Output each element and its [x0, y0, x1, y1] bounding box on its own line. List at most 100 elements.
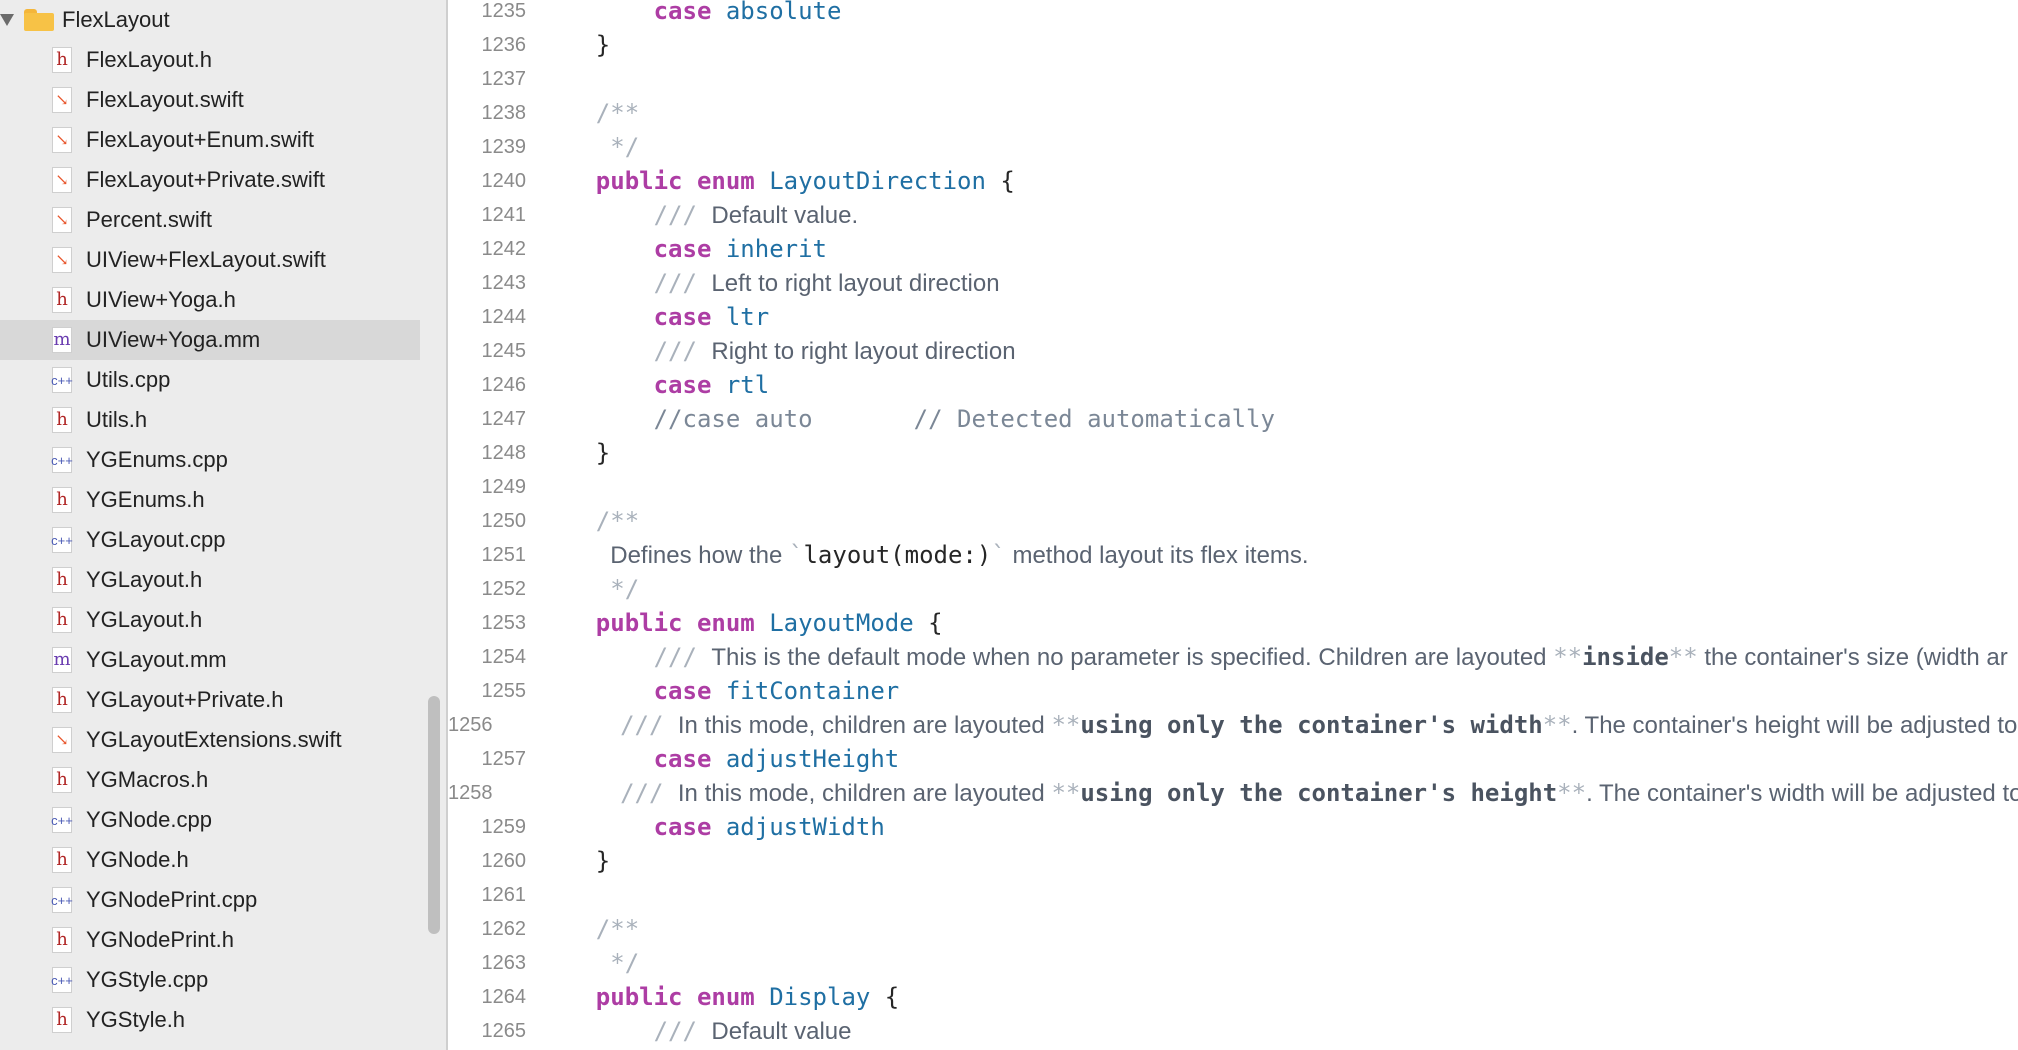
- code-line[interactable]: 1262 /**: [448, 912, 2018, 946]
- code-line[interactable]: 1259 case adjustWidth: [448, 810, 2018, 844]
- line-number: 1244: [481, 305, 527, 328]
- code-line[interactable]: 1237: [448, 62, 2018, 96]
- cpp-file-icon: c++: [51, 527, 73, 553]
- code-line[interactable]: 1252 */: [448, 572, 2018, 606]
- code-line[interactable]: 1246 case rtl: [448, 368, 2018, 402]
- code-token: ///: [653, 642, 712, 671]
- indent: [538, 303, 654, 331]
- line-number: 1251: [481, 543, 527, 566]
- code-line[interactable]: 1235 case absolute: [448, 0, 2018, 28]
- file-item[interactable]: c++YGEnums.cpp: [0, 440, 420, 480]
- file-label: YGLayout.h: [86, 607, 203, 632]
- code-token: public enum: [595, 983, 755, 1011]
- indent: [505, 711, 621, 739]
- code-line[interactable]: 1236 }: [448, 28, 2018, 62]
- folder-row-flexlayout[interactable]: FlexLayout: [0, 0, 420, 40]
- file-item[interactable]: c++Utils.cpp: [0, 360, 420, 400]
- code-line[interactable]: 1261: [448, 878, 2018, 912]
- code-token: case: [653, 235, 712, 263]
- code-line[interactable]: 1257 case adjustHeight: [448, 742, 2018, 776]
- folder-icon: [24, 9, 54, 31]
- code-text: /// Default value: [538, 1017, 852, 1046]
- code-line[interactable]: 1239 */: [448, 130, 2018, 164]
- code-token: inherit: [711, 235, 827, 263]
- code-line[interactable]: 1250 /**: [448, 504, 2018, 538]
- code-token: **: [1557, 778, 1587, 807]
- line-number: 1259: [481, 815, 527, 838]
- code-line[interactable]: 1243 /// Left to right layout direction: [448, 266, 2018, 300]
- line-number: 1261: [481, 883, 527, 906]
- code-line[interactable]: 1253 public enum LayoutMode {: [448, 606, 2018, 640]
- code-line[interactable]: 1238 /**: [448, 96, 2018, 130]
- code-line[interactable]: 1260 }: [448, 844, 2018, 878]
- indent: [538, 677, 654, 705]
- indent: [538, 31, 596, 59]
- file-item[interactable]: ↘UIView+FlexLayout.swift: [0, 240, 420, 280]
- cpp-file-icon: c++: [51, 887, 73, 913]
- code-token: }: [595, 847, 611, 875]
- code-line[interactable]: 1248 }: [448, 436, 2018, 470]
- file-item[interactable]: ↘YGLayoutExtensions.swift: [0, 720, 420, 760]
- cpp-file-icon: c++: [51, 367, 73, 393]
- file-item[interactable]: ↘FlexLayout+Private.swift: [0, 160, 420, 200]
- file-item[interactable]: c++YGNode.cpp: [0, 800, 420, 840]
- code-line[interactable]: 1247 //case auto // Detected automatical…: [448, 402, 2018, 436]
- code-text: case rtl: [538, 371, 770, 399]
- code-line[interactable]: 1249: [448, 470, 2018, 504]
- line-number: 1239: [481, 135, 527, 158]
- code-line[interactable]: 1256 /// In this mode, children are layo…: [448, 708, 2018, 742]
- code-token: In this mode, children are layouted: [677, 779, 1052, 807]
- file-item[interactable]: ↘FlexLayout.swift: [0, 80, 420, 120]
- file-item[interactable]: ↘FlexLayout+Enum.swift: [0, 120, 420, 160]
- disclosure-triangle-icon[interactable]: [0, 14, 14, 26]
- indent: [538, 269, 654, 297]
- code-line[interactable]: 1263 */: [448, 946, 2018, 980]
- code-line[interactable]: 1265 /// Default value: [448, 1014, 2018, 1048]
- code-token: Display: [754, 983, 871, 1011]
- code-line[interactable]: 1264 public enum Display {: [448, 980, 2018, 1014]
- file-label: UIView+Yoga.h: [86, 287, 236, 312]
- file-item[interactable]: c++YGNodePrint.cpp: [0, 880, 420, 920]
- code-token: {: [913, 609, 943, 637]
- sidebar-scrollbar[interactable]: [428, 696, 440, 934]
- code-line[interactable]: 1242 case inherit: [448, 232, 2018, 266]
- code-line[interactable]: 1254 /// This is the default mode when n…: [448, 640, 2018, 674]
- file-item[interactable]: c++ YGLayout.cpp: [0, 520, 420, 560]
- code-line[interactable]: 1241 /// Default value.: [448, 198, 2018, 232]
- code-line[interactable]: 1258 /// In this mode, children are layo…: [448, 776, 2018, 810]
- file-label: FlexLayout.swift: [86, 87, 244, 112]
- file-label: YGNode.cpp: [86, 807, 212, 832]
- code-token: /**: [595, 507, 640, 535]
- line-number: 1252: [481, 577, 527, 600]
- file-label: YGLayout.cpp: [86, 527, 226, 552]
- file-item[interactable]: ↘Percent.swift: [0, 200, 420, 240]
- code-token: ///: [653, 200, 712, 229]
- file-item[interactable]: c++YGStyle.cpp: [0, 960, 420, 1000]
- code-token: LayoutDirection: [754, 167, 986, 195]
- code-token: //case auto // Detected automatically: [653, 405, 1275, 433]
- file-label: FlexLayout+Private.swift: [86, 167, 326, 192]
- code-line[interactable]: 1251 Defines how the `layout(mode:)` met…: [448, 538, 2018, 572]
- code-line[interactable]: 1245 /// Right to right layout direction: [448, 334, 2018, 368]
- code-line[interactable]: 1255 case fitContainer: [448, 674, 2018, 708]
- code-token: the container's size (width ar: [1697, 643, 2008, 671]
- code-line[interactable]: 1240 public enum LayoutDirection {: [448, 164, 2018, 198]
- code-line[interactable]: 1244 case ltr: [448, 300, 2018, 334]
- code-token: }: [595, 439, 611, 467]
- line-number: 1264: [481, 985, 527, 1008]
